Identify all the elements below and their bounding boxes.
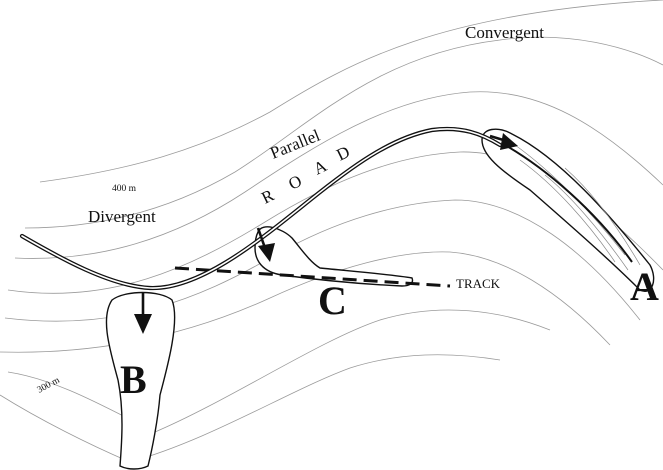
arrow-c-shaft [256, 227, 267, 249]
landslide-a-scar-line [504, 144, 633, 263]
arrow-c-head [258, 243, 275, 262]
arrow-b-head [134, 314, 152, 334]
label-convergent: Convergent [465, 23, 544, 42]
label-track: TRACK [456, 276, 501, 291]
arrow-a-head [500, 133, 518, 150]
label-road-letter: D [333, 142, 352, 164]
contour-line [7, 309, 551, 433]
arrow-a [489, 133, 518, 150]
arrow-c [256, 227, 275, 262]
landslide-a-hatching [544, 174, 629, 271]
label-road-letter: O [285, 171, 304, 193]
track-line [174, 266, 451, 288]
contour-line [0, 354, 501, 463]
landslide-a-hatching [519, 159, 616, 263]
landslide-a-hatching [564, 167, 641, 266]
landslide-a-outline [481, 128, 655, 292]
landslide-b [105, 291, 176, 470]
arrow-b [134, 292, 152, 334]
road [19, 126, 503, 291]
road-centerline [21, 128, 501, 289]
label-divergent: Divergent [88, 207, 156, 226]
contour-label-300m: 300 m [36, 375, 62, 395]
label-landslide-a: A [630, 264, 659, 309]
label-road-letter: A [310, 156, 330, 179]
contour-line [14, 91, 663, 259]
landslide-a [481, 128, 655, 292]
contour-line [39, 0, 663, 183]
contour-line [24, 36, 663, 229]
label-landslide-c: C [318, 278, 347, 323]
contour-label-400m: 400 m [112, 184, 137, 194]
label-road-letter: R [258, 185, 277, 207]
label-landslide-b: B [120, 357, 147, 402]
label-parallel: Parallel [267, 126, 323, 163]
landslide-b-outline [105, 291, 176, 470]
